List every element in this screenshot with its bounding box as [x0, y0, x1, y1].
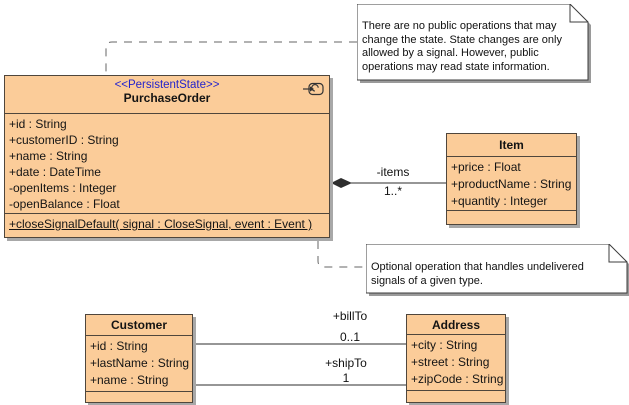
attribute: +productName : String: [451, 177, 572, 191]
class-name: Address: [431, 317, 481, 332]
attribute: +price : Float: [451, 160, 521, 174]
association-billto-multiplicity: 0..1: [339, 330, 360, 344]
note-anchor-signal-line[interactable]: [317, 241, 366, 268]
attribute: +name : String: [9, 149, 88, 163]
note-shape: [357, 4, 591, 83]
class-purchase-order-title: <<PersistentState>> PurchaseOrder: [5, 76, 329, 113]
association-shipto-label: +shipTo: [325, 356, 367, 370]
attribute: +quantity : Integer: [451, 194, 548, 208]
attribute: +name : String: [90, 373, 169, 387]
operations-compartment: [86, 391, 192, 402]
note-anchor-state-line[interactable]: [105, 41, 357, 74]
attribute: +date : DateTime: [9, 165, 101, 179]
operations-compartment: [447, 210, 576, 224]
attribute: +city : String: [411, 338, 478, 352]
class-name: PurchaseOrder: [123, 91, 211, 105]
note-text: There are no public operations that may …: [362, 20, 562, 73]
class-customer-title: Customer: [86, 315, 192, 335]
stereotype-label: <<PersistentState>>: [114, 79, 220, 91]
attributes-compartment: +id : String +lastName : String +name : …: [86, 335, 192, 391]
attributes-compartment: +price : Float +productName : String +qu…: [447, 156, 576, 210]
attribute: +id : String: [9, 117, 67, 131]
attributes-compartment: +city : String +street : String +zipCode…: [407, 334, 505, 390]
composition-diamond-icon: [331, 178, 352, 188]
association-items-multiplicity: 1..*: [383, 184, 402, 198]
class-name: Customer: [110, 318, 167, 332]
statemachine-icon: [303, 82, 324, 96]
class-address[interactable]: Address +city : String +street : String …: [406, 314, 506, 403]
association-items-label: -items: [376, 165, 410, 179]
note-optional-operation[interactable]: Optional operation that handles undelive…: [366, 244, 629, 296]
association-shipto-multiplicity: 1: [342, 371, 350, 385]
attribute: +id : String: [90, 339, 148, 353]
class-purchase-order[interactable]: <<PersistentState>> PurchaseOrder +id : …: [4, 75, 330, 238]
association-billto-label: +billTo: [332, 309, 368, 323]
class-item[interactable]: Item +price : Float +productName : Strin…: [446, 133, 577, 225]
class-address-title: Address: [407, 315, 505, 334]
class-item-title: Item: [447, 134, 576, 156]
attribute: -openItems : Integer: [9, 181, 117, 195]
attributes-compartment: +id : String +customerID : String +name …: [5, 113, 329, 213]
attribute: +lastName : String: [90, 356, 190, 370]
attribute: +zipCode : String: [411, 372, 504, 386]
note-fold-icon: [569, 4, 588, 23]
class-name: Item: [499, 138, 524, 152]
class-customer[interactable]: Customer +id : String +lastName : String…: [85, 314, 193, 403]
operation: +closeSignalDefault( signal : CloseSigna…: [9, 217, 313, 231]
attribute: -openBalance : Float: [9, 197, 120, 211]
operations-compartment: +closeSignalDefault( signal : CloseSigna…: [5, 213, 329, 237]
note-text: Optional operation that handles undelive…: [371, 261, 584, 287]
note-fold-icon: [608, 244, 627, 263]
note-shape: [366, 244, 629, 296]
operations-compartment: [407, 390, 505, 402]
note-state-changes[interactable]: There are no public operations that may …: [357, 4, 591, 83]
attribute: +street : String: [411, 355, 490, 369]
attribute: +customerID : String: [9, 133, 119, 147]
